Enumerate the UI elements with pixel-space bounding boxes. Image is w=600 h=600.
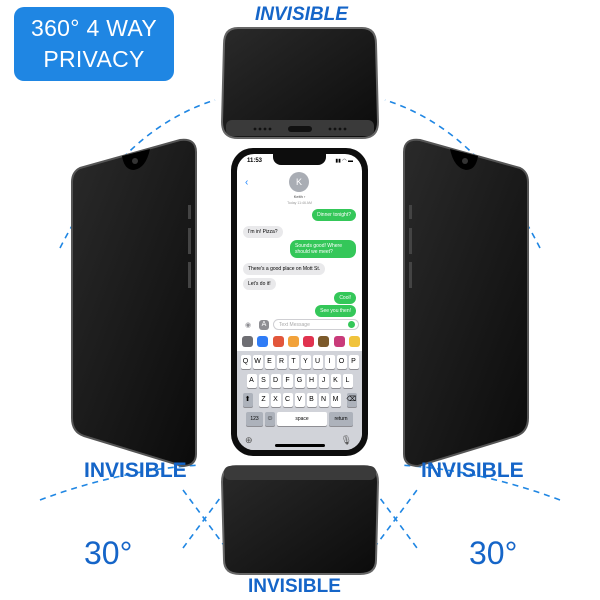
microphone-icon[interactable]: 🎙	[340, 435, 352, 445]
keyboard-row-2: A S D F G H J K L	[237, 374, 362, 388]
angle-left: 30°	[84, 535, 133, 571]
key[interactable]: M	[330, 393, 341, 407]
space-key[interactable]: space	[277, 412, 327, 426]
top-phone-image	[220, 27, 380, 139]
center-phone: 11:53 ▮▮ ◠ ▬ ‹ K Keith › Today 11:46 AM …	[231, 148, 368, 456]
left-phone-image	[71, 138, 197, 468]
text-message-input[interactable]: Text Message	[273, 319, 359, 330]
message-bubble: See you then!	[315, 305, 356, 317]
key[interactable]: Z	[258, 393, 269, 407]
key[interactable]: S	[258, 374, 269, 388]
key[interactable]: W	[252, 355, 263, 369]
right-phone-image	[403, 138, 529, 468]
bottom-phone-image	[220, 465, 380, 575]
label-invisible-right: INVISIBLE	[421, 459, 524, 482]
message-bubble: Let's do it!	[243, 278, 276, 290]
app-store-app-icon[interactable]	[257, 336, 269, 347]
privacy-badge: 360° 4 WAY PRIVACY	[14, 7, 174, 81]
key[interactable]: A	[246, 374, 257, 388]
return-key[interactable]: return	[329, 412, 353, 426]
key[interactable]: Q	[240, 355, 251, 369]
status-time: 11:53	[247, 158, 263, 164]
message-bubble: There's a good place on Mott St.	[243, 263, 326, 275]
send-icon[interactable]	[348, 321, 355, 328]
key[interactable]: N	[318, 393, 329, 407]
angle-right: 30°	[469, 535, 518, 571]
message-bubble: Sounds good! Where should we meet?	[290, 240, 356, 258]
delete-key[interactable]: ⌫	[346, 393, 357, 407]
emoji-app-icon[interactable]	[348, 336, 360, 347]
key[interactable]: C	[282, 393, 293, 407]
key[interactable]: R	[276, 355, 287, 369]
music-app-icon[interactable]	[272, 336, 284, 347]
game-app-icon[interactable]	[333, 336, 345, 347]
numbers-key[interactable]: 123	[246, 412, 263, 426]
chevron-left-icon[interactable]: ‹	[245, 177, 249, 188]
photos-app-icon[interactable]	[242, 336, 253, 347]
message-bubble: I'm in! Pizza?	[243, 226, 283, 238]
label-invisible-left: INVISIBLE	[84, 459, 187, 482]
app-drawer	[242, 336, 360, 349]
message-bubble: Cool!	[334, 292, 356, 304]
key[interactable]: V	[294, 393, 305, 407]
keyboard-row-3: ⬆ Z X C V B N M ⌫	[237, 393, 362, 407]
heart-app-icon[interactable]	[303, 336, 315, 347]
camera-icon[interactable]: ◉	[245, 322, 252, 329]
key[interactable]: B	[306, 393, 317, 407]
key[interactable]: Y	[300, 355, 311, 369]
phone-screen: 11:53 ▮▮ ◠ ▬ ‹ K Keith › Today 11:46 AM …	[237, 154, 362, 450]
key[interactable]: T	[288, 355, 299, 369]
key[interactable]: O	[336, 355, 347, 369]
keyboard-row-1: Q W E R T Y U I O P	[237, 355, 362, 369]
key[interactable]: E	[264, 355, 275, 369]
key[interactable]: G	[294, 374, 305, 388]
keyboard: Q W E R T Y U I O P A S D F G H J K L	[237, 351, 362, 450]
memoji-app-icon[interactable]	[287, 336, 299, 347]
shift-key[interactable]: ⬆	[242, 393, 253, 407]
key[interactable]: J	[318, 374, 329, 388]
key[interactable]: P	[348, 355, 359, 369]
key[interactable]: K	[330, 374, 341, 388]
message-input-bar: ◉ A Text Message	[245, 319, 359, 331]
sticker-app-icon[interactable]	[318, 336, 330, 347]
emoji-key[interactable]: ☺	[265, 412, 275, 426]
avatar[interactable]: K	[289, 172, 309, 192]
message-bubble: Dinner tonight?	[312, 209, 356, 221]
phone-notch	[273, 154, 326, 165]
key[interactable]: D	[270, 374, 281, 388]
key[interactable]: I	[324, 355, 335, 369]
label-invisible-top: INVISIBLE	[255, 4, 348, 25]
badge-line-1: 360° 4 WAY	[31, 15, 157, 41]
contact-name[interactable]: Keith ›	[293, 194, 306, 199]
key[interactable]: F	[282, 374, 293, 388]
key[interactable]: L	[342, 374, 353, 388]
keyboard-row-4: 123 ☺ space return	[237, 412, 362, 426]
key[interactable]: H	[306, 374, 317, 388]
status-icons: ▮▮ ◠ ▬	[335, 158, 353, 164]
key[interactable]: U	[312, 355, 323, 369]
message-timestamp: Today 11:46 AM	[287, 201, 312, 205]
globe-icon[interactable]: ⊕	[245, 435, 253, 445]
label-invisible-bottom: INVISIBLE	[248, 576, 341, 597]
home-indicator[interactable]	[275, 444, 325, 447]
key[interactable]: X	[270, 393, 281, 407]
app-store-icon[interactable]: A	[259, 320, 269, 330]
badge-line-2: PRIVACY	[43, 46, 145, 72]
